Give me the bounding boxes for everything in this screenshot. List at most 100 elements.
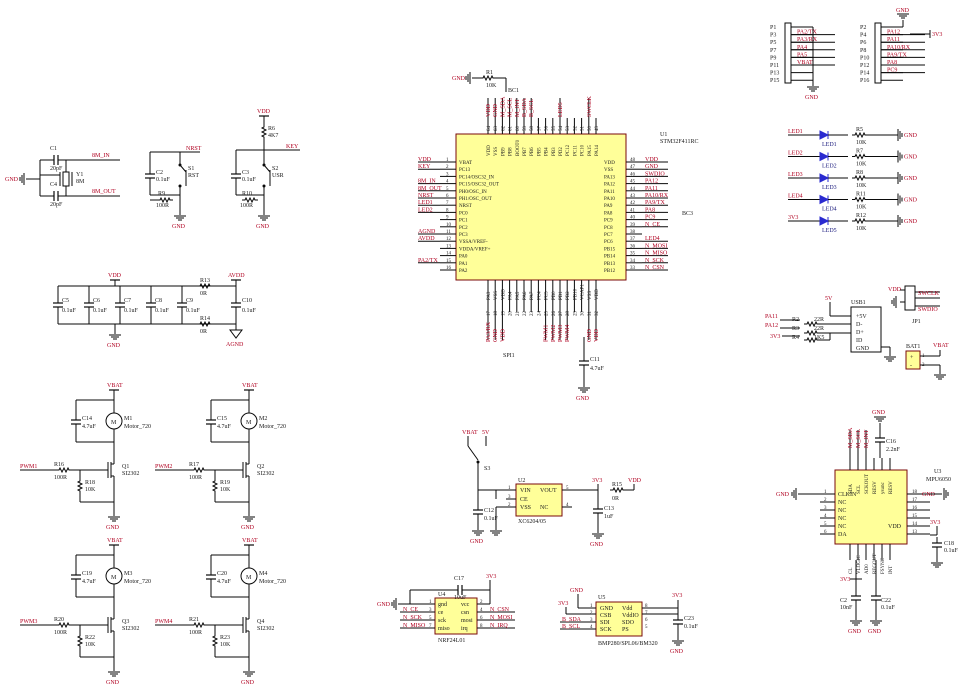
header-pin-label: P6 bbox=[860, 40, 866, 46]
gate-resistor-value: 100R bbox=[54, 630, 67, 636]
mcu-pin-function: VSS bbox=[494, 147, 499, 156]
mcu-ref: U1 bbox=[660, 132, 667, 138]
mcu-pin-function: PC10 bbox=[581, 144, 586, 156]
mpu-pin-function: RESV bbox=[889, 481, 894, 494]
bmp-pin-label: SCK bbox=[600, 627, 612, 633]
usb-pa11: PA11 bbox=[765, 314, 778, 320]
mpu-pin-label: NC bbox=[838, 524, 846, 530]
gnd-label: GND bbox=[5, 177, 19, 183]
motor-glyph: M bbox=[246, 575, 252, 581]
mpu-pin-function: CL bbox=[849, 568, 854, 574]
pulldown-value: 10K bbox=[85, 642, 96, 648]
led-net-label: LED2 bbox=[788, 151, 803, 157]
c2-ref: C2 bbox=[840, 598, 847, 604]
bmp-pin-number: 4 bbox=[590, 625, 593, 630]
c16-ref: C16 bbox=[886, 439, 896, 445]
r9-ref: R9 bbox=[158, 191, 165, 197]
mcu-pin-function: VDD bbox=[501, 289, 506, 300]
mcu-pin-function: PB4 bbox=[545, 147, 550, 156]
bat1-connector bbox=[905, 350, 921, 370]
y1-value: 8M bbox=[76, 179, 85, 185]
mcu-net-label: N_CSN bbox=[645, 265, 665, 271]
header-pin-label: P3 bbox=[770, 33, 776, 39]
u2-pin-number: 5 bbox=[566, 486, 569, 491]
mcu-net-label: PA10/RX bbox=[645, 193, 669, 199]
mcu-net-label: N_MOSI bbox=[645, 243, 667, 249]
mcu-pin-number: 19 bbox=[501, 311, 506, 317]
header-pin-label: P15 bbox=[770, 78, 779, 84]
gnd-label: GND bbox=[570, 588, 584, 594]
mcu-pin-number: 28 bbox=[566, 311, 571, 317]
pulldown-ref: R19 bbox=[220, 480, 230, 486]
mcu-net-label: SWCLK bbox=[587, 95, 593, 117]
c4-ref: C4 bbox=[50, 182, 57, 188]
usb-pin-label: ID bbox=[856, 338, 863, 344]
c23-value: 0.1uF bbox=[684, 624, 699, 630]
nrf-pin-number: 4 bbox=[480, 608, 483, 613]
pulldown-value: 10K bbox=[220, 487, 231, 493]
bc1-label: BC1 bbox=[508, 88, 519, 94]
mpu-pin-function: INT bbox=[889, 566, 894, 574]
swd-swdio: SWDIO bbox=[918, 307, 938, 313]
usb-pa12: PA12 bbox=[765, 323, 778, 329]
mcu-net-label: N_SCK bbox=[645, 258, 665, 264]
mpu-pin-function: RESV bbox=[873, 481, 878, 494]
header-net-label: PA9/TX bbox=[887, 52, 907, 58]
decoupling-cap-ref: C9 bbox=[186, 298, 193, 304]
mcu-pin-function: PB9 bbox=[501, 147, 506, 156]
mcu-net-label: PA8 bbox=[645, 207, 655, 213]
3v3-label: 3V3 bbox=[932, 32, 942, 38]
mpu-pin-function: VLOGIC bbox=[857, 554, 862, 574]
mcu-net-label: M_SCL bbox=[508, 97, 514, 117]
mpu-pin-function: SDA bbox=[849, 484, 854, 494]
mcu-pin-number: 39 bbox=[630, 223, 636, 228]
mcu-pin-number: 11 bbox=[446, 230, 451, 235]
header-pin-label: P7 bbox=[770, 48, 776, 54]
c18-value: 0.1uF bbox=[944, 548, 959, 554]
nrf-pin-label: mosi bbox=[461, 618, 473, 624]
mcu-pin-function: PB8 bbox=[509, 147, 514, 156]
mcu-pin-function: VDDA/VREF+ bbox=[459, 247, 491, 252]
r10-ref: R10 bbox=[242, 191, 252, 197]
nrf-net-label: N_SCK bbox=[403, 615, 423, 621]
c1-ref: C1 bbox=[50, 146, 57, 152]
mcu-net-label: PWM3 bbox=[558, 325, 564, 342]
header-pin-label: P13 bbox=[770, 71, 779, 77]
mcu-net-label: GND bbox=[645, 164, 659, 170]
led-resistor-value: 10K bbox=[856, 140, 867, 146]
mcu-pin-function: VSS bbox=[604, 168, 613, 173]
mcu-net-label: VDD bbox=[594, 328, 600, 342]
net-8m-in: 8M_IN bbox=[92, 153, 110, 159]
mcu-pin-function: PA8 bbox=[604, 211, 613, 216]
r15-ref: R15 bbox=[612, 482, 622, 488]
u3-chip bbox=[834, 469, 908, 545]
3v3-label: 3V3 bbox=[592, 478, 602, 484]
nrf-pin-label: vcc bbox=[461, 602, 470, 608]
gate-resistor-value: 100R bbox=[54, 475, 67, 481]
vdd-label: VDD bbox=[108, 273, 122, 279]
bmp-pin-number: 6 bbox=[645, 618, 648, 623]
mcu-pin-number: 16 bbox=[446, 266, 452, 271]
led-resistor-ref: R12 bbox=[856, 213, 866, 219]
mcu-pin-number: 30 bbox=[581, 311, 586, 317]
mpu-pin-number: 1 bbox=[824, 490, 827, 495]
mosfet-ref: Q2 bbox=[257, 464, 264, 470]
mcu-pin-number: 1 bbox=[446, 158, 449, 163]
s2-ref: S2 bbox=[272, 166, 278, 172]
header-pin-label: P11 bbox=[770, 63, 779, 69]
u2-pin-label: CE bbox=[520, 497, 528, 503]
bmp-pin-number: 8 bbox=[645, 604, 648, 609]
mcu-pin-number: 61 bbox=[509, 126, 514, 131]
header-net-label: VBAT bbox=[797, 60, 813, 66]
gnd-label: GND bbox=[670, 649, 684, 655]
mcu-pin-number: 36 bbox=[630, 244, 636, 249]
motor-glyph: M bbox=[111, 575, 117, 581]
mcu-net-label: AVDD bbox=[418, 236, 435, 242]
u4-ref: U4 bbox=[438, 592, 445, 598]
mcu-pin-function: PB10 bbox=[573, 288, 578, 300]
gnd-label: GND bbox=[590, 542, 604, 548]
mcu-pin-function: PC13 bbox=[459, 168, 471, 173]
mcu-pin-number: 14 bbox=[446, 252, 452, 257]
pulldown-ref: R18 bbox=[85, 480, 95, 486]
